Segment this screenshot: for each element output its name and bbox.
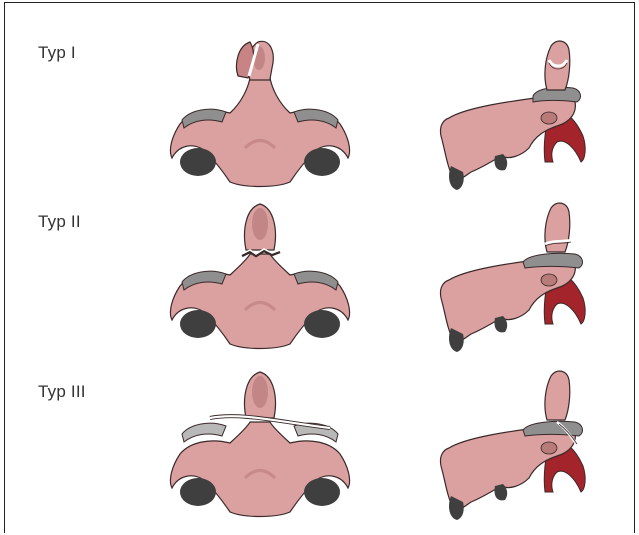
axis-lateral-view-typ-2 [425, 200, 600, 355]
articular-facet [523, 421, 582, 436]
dens [545, 371, 570, 420]
axis-front-view-typ-3 [160, 368, 360, 523]
right-foramen-shadow [304, 478, 340, 506]
row-label-typ-1: Typ I [38, 43, 76, 63]
axis-lateral-view-typ-1 [425, 38, 600, 193]
row-label-typ-2: Typ II [38, 212, 81, 232]
axis-front-view-typ-2 [160, 200, 360, 355]
articular-facet [523, 253, 582, 268]
right-foramen-shadow [304, 148, 340, 176]
body-shading [541, 442, 557, 454]
dens-shading [252, 376, 268, 408]
left-articular-facet [182, 423, 226, 442]
body-shading [541, 274, 557, 286]
row-label-typ-3: Typ III [38, 382, 86, 402]
left-foramen-shadow [180, 148, 216, 176]
left-foramen-shadow [180, 478, 216, 506]
axis-lateral-view-typ-3 [425, 368, 600, 523]
body-shading [541, 112, 557, 124]
axis-front-view-typ-1 [160, 38, 360, 193]
dens-shading [252, 208, 268, 240]
left-foramen-shadow [180, 310, 216, 338]
right-foramen-shadow [304, 310, 340, 338]
